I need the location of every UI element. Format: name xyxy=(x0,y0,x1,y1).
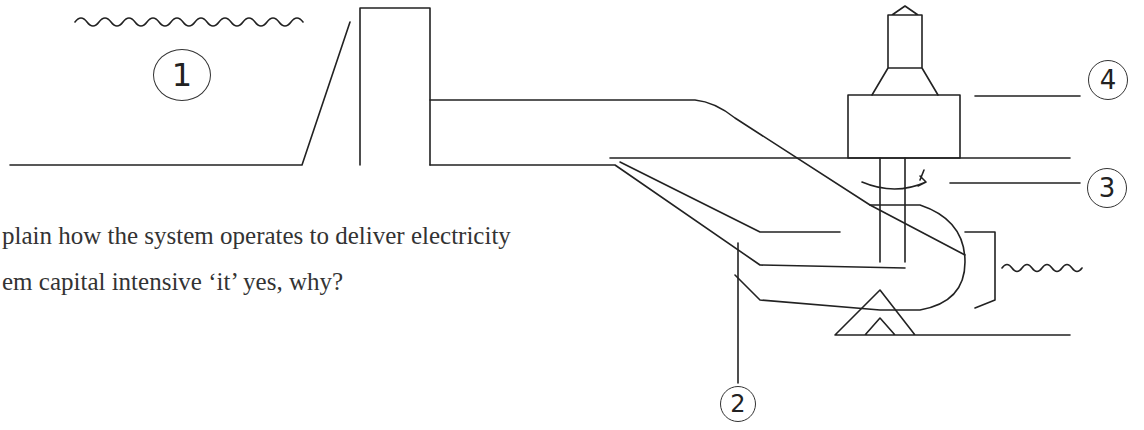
turbine-casing xyxy=(735,205,965,310)
callout-number: 4 xyxy=(1100,67,1117,93)
leader-line xyxy=(950,182,1080,184)
callout-number: 3 xyxy=(1099,175,1116,201)
penstock-lower xyxy=(430,165,905,268)
dam-wall xyxy=(360,8,430,165)
question-text: plain how the system operates to deliver… xyxy=(2,222,511,250)
question-text: em capital intensive ‘it’ yes, why? xyxy=(2,268,343,296)
callout-circle: 4 xyxy=(1088,60,1128,100)
reservoir-bed xyxy=(10,22,350,165)
tailrace-water xyxy=(1002,265,1082,272)
callout-number: 1 xyxy=(172,59,192,91)
leader-line xyxy=(975,95,1080,97)
callout-number: 2 xyxy=(730,392,745,416)
callout-circle: 2 xyxy=(720,386,756,422)
leader-line xyxy=(737,243,739,383)
generator-top xyxy=(872,6,938,95)
callout-circle: 3 xyxy=(1087,168,1127,208)
penstock-inner xyxy=(620,162,840,232)
rotation-arrow xyxy=(862,170,926,189)
callout-circle: 1 xyxy=(153,49,211,101)
shaft xyxy=(880,158,905,262)
turbine-outlet xyxy=(965,232,995,308)
support-stand xyxy=(835,290,1070,335)
reservoir-water-surface xyxy=(75,18,303,26)
generator-box xyxy=(848,95,960,158)
ground-line xyxy=(610,157,1070,159)
